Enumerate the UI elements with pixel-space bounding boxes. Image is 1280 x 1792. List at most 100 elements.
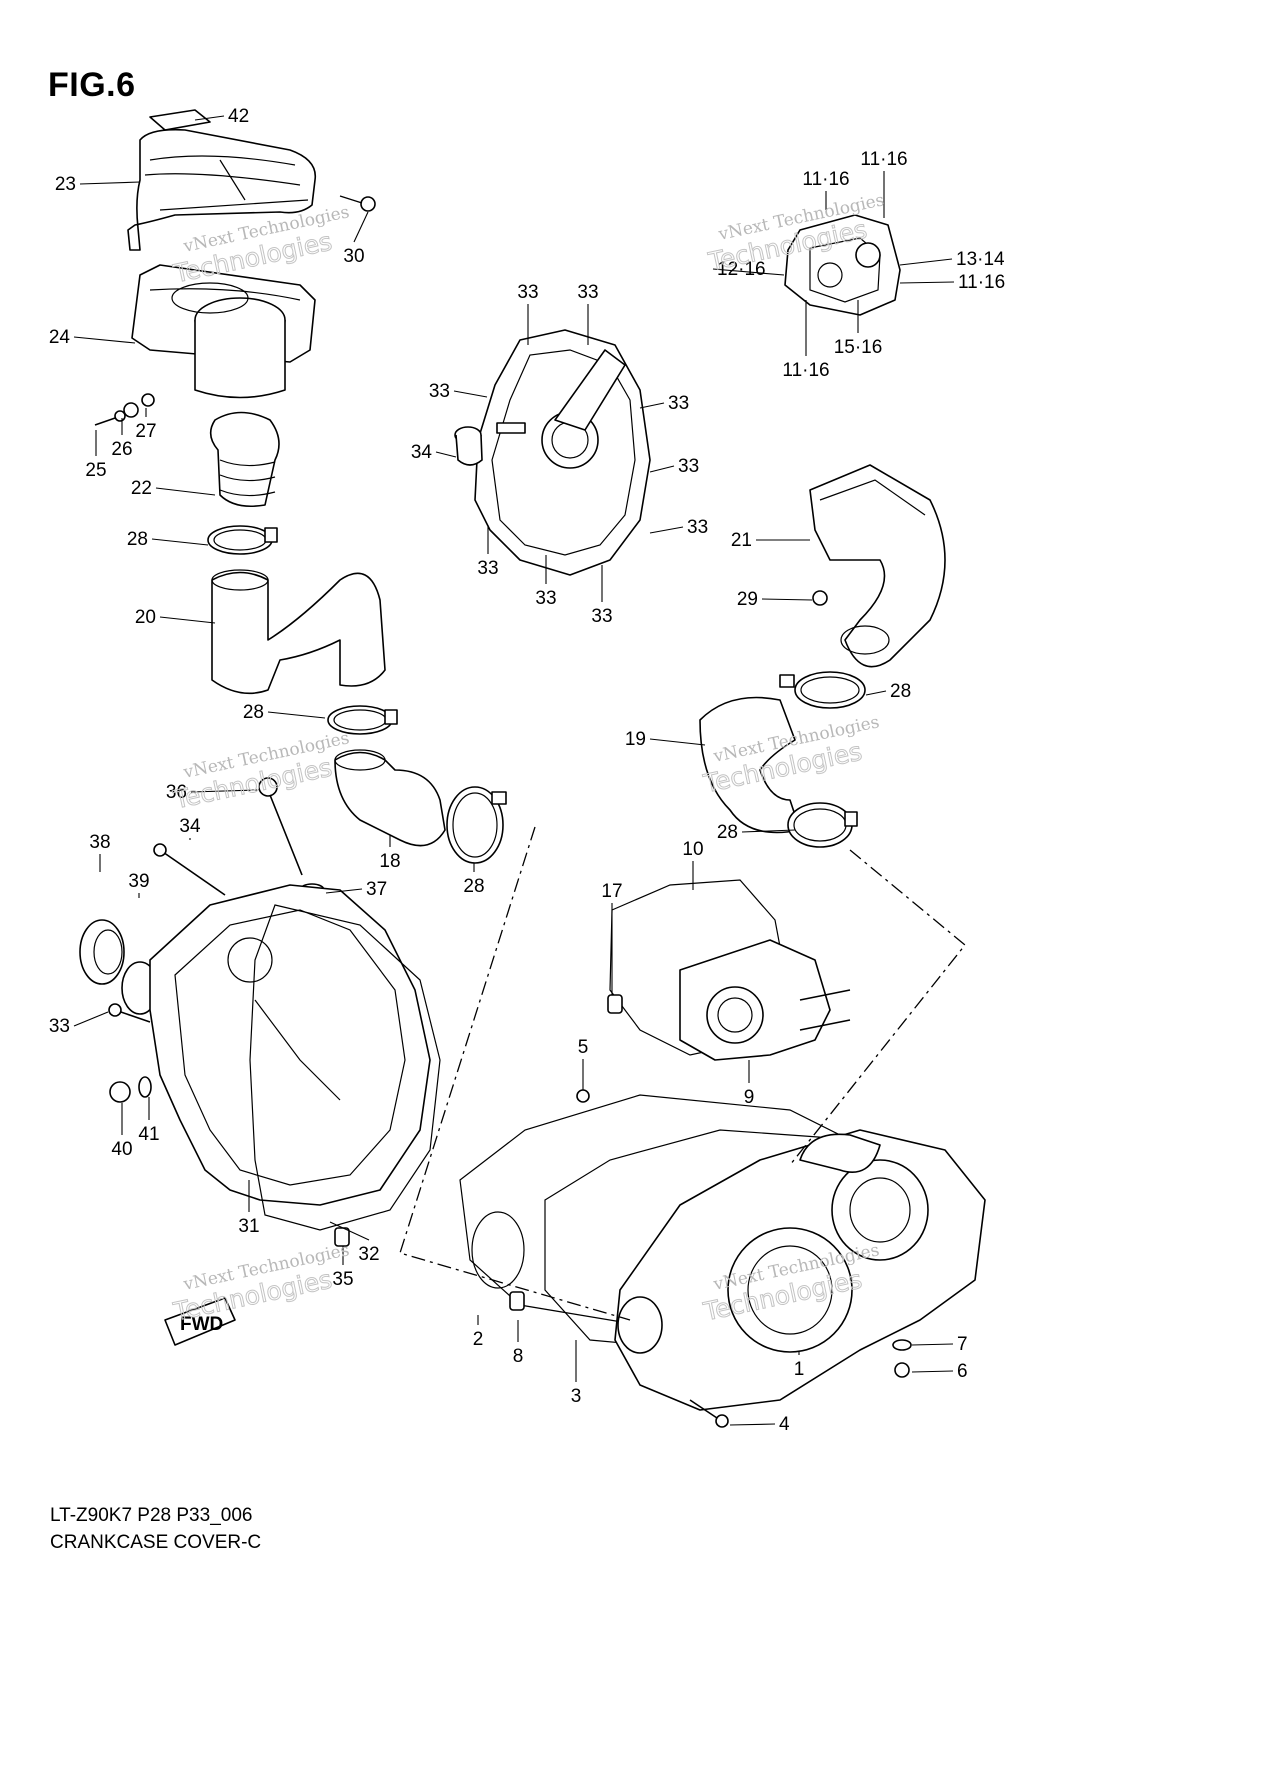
callout-c5: 5 bbox=[578, 1037, 589, 1058]
leader-s1314 bbox=[899, 258, 953, 266]
part-40-drain-plug bbox=[109, 1081, 131, 1103]
callout-g33f: 33 bbox=[687, 517, 708, 538]
callout-c28c: 28 bbox=[463, 876, 484, 897]
callout-c27: 27 bbox=[135, 421, 156, 442]
leader-g33d bbox=[639, 402, 665, 409]
callout-c28d: 28 bbox=[890, 681, 911, 702]
callout-c34a: 34 bbox=[179, 816, 201, 837]
part-9-pump-housing bbox=[679, 939, 851, 1061]
part-21-outlet-duct bbox=[809, 464, 946, 668]
callout-g34: 34 bbox=[411, 442, 433, 463]
callout-c26: 26 bbox=[111, 439, 132, 460]
callout-c19: 19 bbox=[625, 729, 646, 750]
callout-s1116a: 11·16 bbox=[860, 149, 907, 170]
callout-c33a: 33 bbox=[49, 1016, 70, 1037]
callout-c18: 18 bbox=[379, 851, 400, 872]
part-4-bolt bbox=[689, 1399, 729, 1428]
callout-c2: 2 bbox=[473, 1329, 484, 1350]
callout-g33b: 33 bbox=[577, 282, 598, 303]
leader-g34 bbox=[435, 451, 457, 458]
callout-c22: 22 bbox=[131, 478, 152, 499]
leader-c4 bbox=[729, 1423, 776, 1426]
callout-c17: 17 bbox=[601, 881, 622, 902]
callout-c30: 30 bbox=[343, 246, 364, 267]
part-8-dowel-pin bbox=[509, 1291, 525, 1311]
part-6-screw bbox=[894, 1362, 910, 1378]
callout-c10: 10 bbox=[682, 839, 703, 860]
part-31-crankcase-cover bbox=[149, 884, 431, 1206]
part-28-clamp-b bbox=[327, 705, 398, 735]
section-name: CRANKCASE COVER-C bbox=[50, 1532, 262, 1553]
fwd-mark-text: FWD bbox=[180, 1314, 223, 1335]
callout-c31: 31 bbox=[238, 1216, 259, 1237]
callout-c7: 7 bbox=[957, 1334, 968, 1355]
leader-c20 bbox=[159, 616, 216, 624]
callout-g33a: 33 bbox=[517, 282, 538, 303]
part-28-clamp-d bbox=[779, 671, 866, 709]
part-25-26-27-fasteners bbox=[94, 393, 155, 426]
callout-g33i: 33 bbox=[591, 606, 612, 627]
callout-c41: 41 bbox=[138, 1124, 159, 1145]
leader-s1116c bbox=[899, 281, 955, 284]
leader-c22 bbox=[155, 487, 216, 496]
model-code: LT-Z90K7 P28 P33_006 bbox=[50, 1505, 253, 1526]
callout-c35: 35 bbox=[332, 1269, 353, 1290]
callout-c40: 40 bbox=[111, 1139, 132, 1160]
callout-c3: 3 bbox=[571, 1386, 582, 1407]
part-generator-cover bbox=[474, 329, 651, 576]
callout-c38: 38 bbox=[89, 832, 110, 853]
callout-c28e: 28 bbox=[717, 822, 738, 843]
part-28-clamp-e bbox=[787, 802, 858, 848]
leader-c6 bbox=[911, 1370, 954, 1373]
callout-c28a: 28 bbox=[127, 529, 148, 550]
leader-c29 bbox=[761, 598, 813, 601]
part-41-washer bbox=[138, 1076, 152, 1098]
callout-g33c: 33 bbox=[429, 381, 450, 402]
leader-c7 bbox=[911, 1343, 954, 1346]
callout-s1216: 12·16 bbox=[717, 259, 766, 280]
callout-c24: 24 bbox=[49, 327, 71, 348]
part-38-oil-seal bbox=[79, 919, 125, 985]
part-30-bolt bbox=[339, 195, 376, 212]
leader-g33f bbox=[649, 526, 684, 534]
leader-c28b bbox=[267, 711, 326, 719]
callout-s1116b: 11·16 bbox=[802, 169, 849, 190]
callout-g33g: 33 bbox=[477, 558, 498, 579]
callout-s1314: 13·14 bbox=[956, 249, 1005, 270]
part-34-oil-filler bbox=[454, 426, 483, 466]
figure-title: FIG.6 bbox=[48, 66, 136, 104]
leader-c42 bbox=[194, 115, 225, 121]
callout-c9: 9 bbox=[744, 1087, 755, 1108]
leader-c28d bbox=[865, 690, 887, 696]
part-20-intake-pipe bbox=[211, 569, 386, 695]
leader-c23 bbox=[79, 181, 141, 185]
leader-g33c bbox=[453, 390, 488, 398]
callout-s1116d: 11·16 bbox=[782, 360, 829, 381]
leader-lines bbox=[73, 115, 955, 1426]
callout-c8: 8 bbox=[513, 1346, 524, 1367]
callout-c21: 21 bbox=[731, 530, 752, 551]
leader-c24 bbox=[73, 336, 136, 344]
part-1-cvt-cover bbox=[614, 1129, 986, 1411]
callout-c42: 42 bbox=[228, 106, 249, 127]
assembly-line-left bbox=[399, 826, 631, 1321]
callout-c28b: 28 bbox=[243, 702, 264, 723]
part-28-clamp-c bbox=[446, 786, 507, 864]
leader-c33a bbox=[73, 1011, 109, 1027]
callout-c39: 39 bbox=[128, 871, 149, 892]
leader-c28e bbox=[741, 829, 796, 833]
leader-c32 bbox=[329, 1221, 370, 1241]
part-small-cover bbox=[784, 214, 901, 316]
part-24-air-duct-base bbox=[131, 264, 316, 399]
fwd-arrow-mark: FWD bbox=[164, 1297, 236, 1346]
callout-s1116c: 11·16 bbox=[958, 272, 1005, 293]
callout-c23: 23 bbox=[55, 174, 76, 195]
part-17-dowel-pin bbox=[607, 994, 623, 1014]
callout-labels: 4223302425262722282028361828343738393340… bbox=[49, 106, 1005, 1435]
leader-c36 bbox=[190, 789, 258, 793]
callout-c20: 20 bbox=[135, 607, 156, 628]
leader-c37 bbox=[325, 888, 363, 894]
callout-c6: 6 bbox=[957, 1361, 968, 1382]
part-23-intake-cover bbox=[127, 128, 317, 251]
